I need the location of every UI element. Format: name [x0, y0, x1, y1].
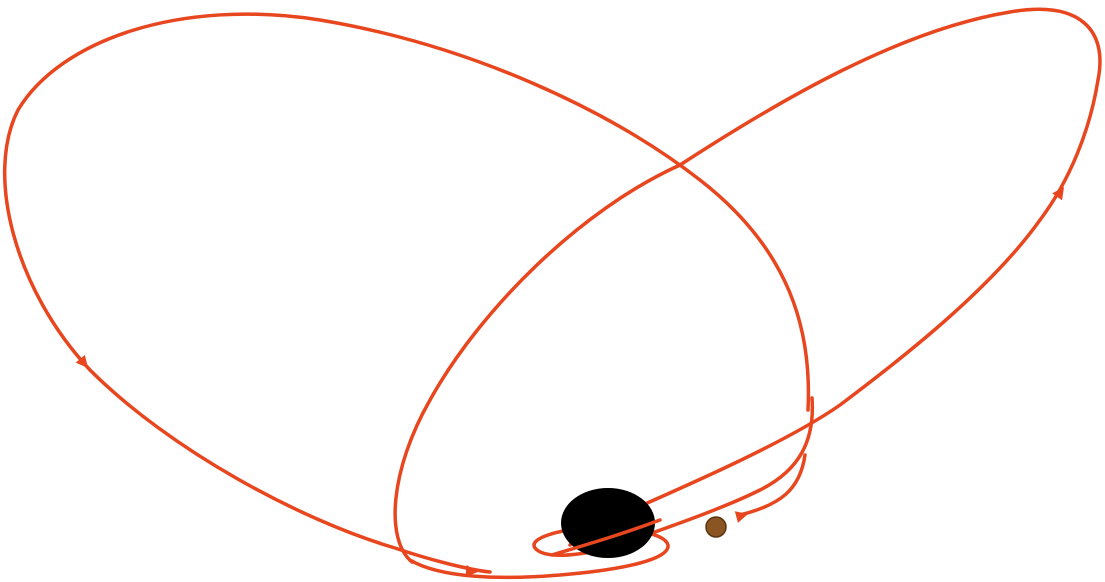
orbit-path-right-loop	[395, 9, 1100, 562]
small-brown-body	[706, 517, 726, 537]
direction-arrow-terminal	[735, 508, 750, 523]
orbit-path-left-loop	[5, 14, 809, 572]
